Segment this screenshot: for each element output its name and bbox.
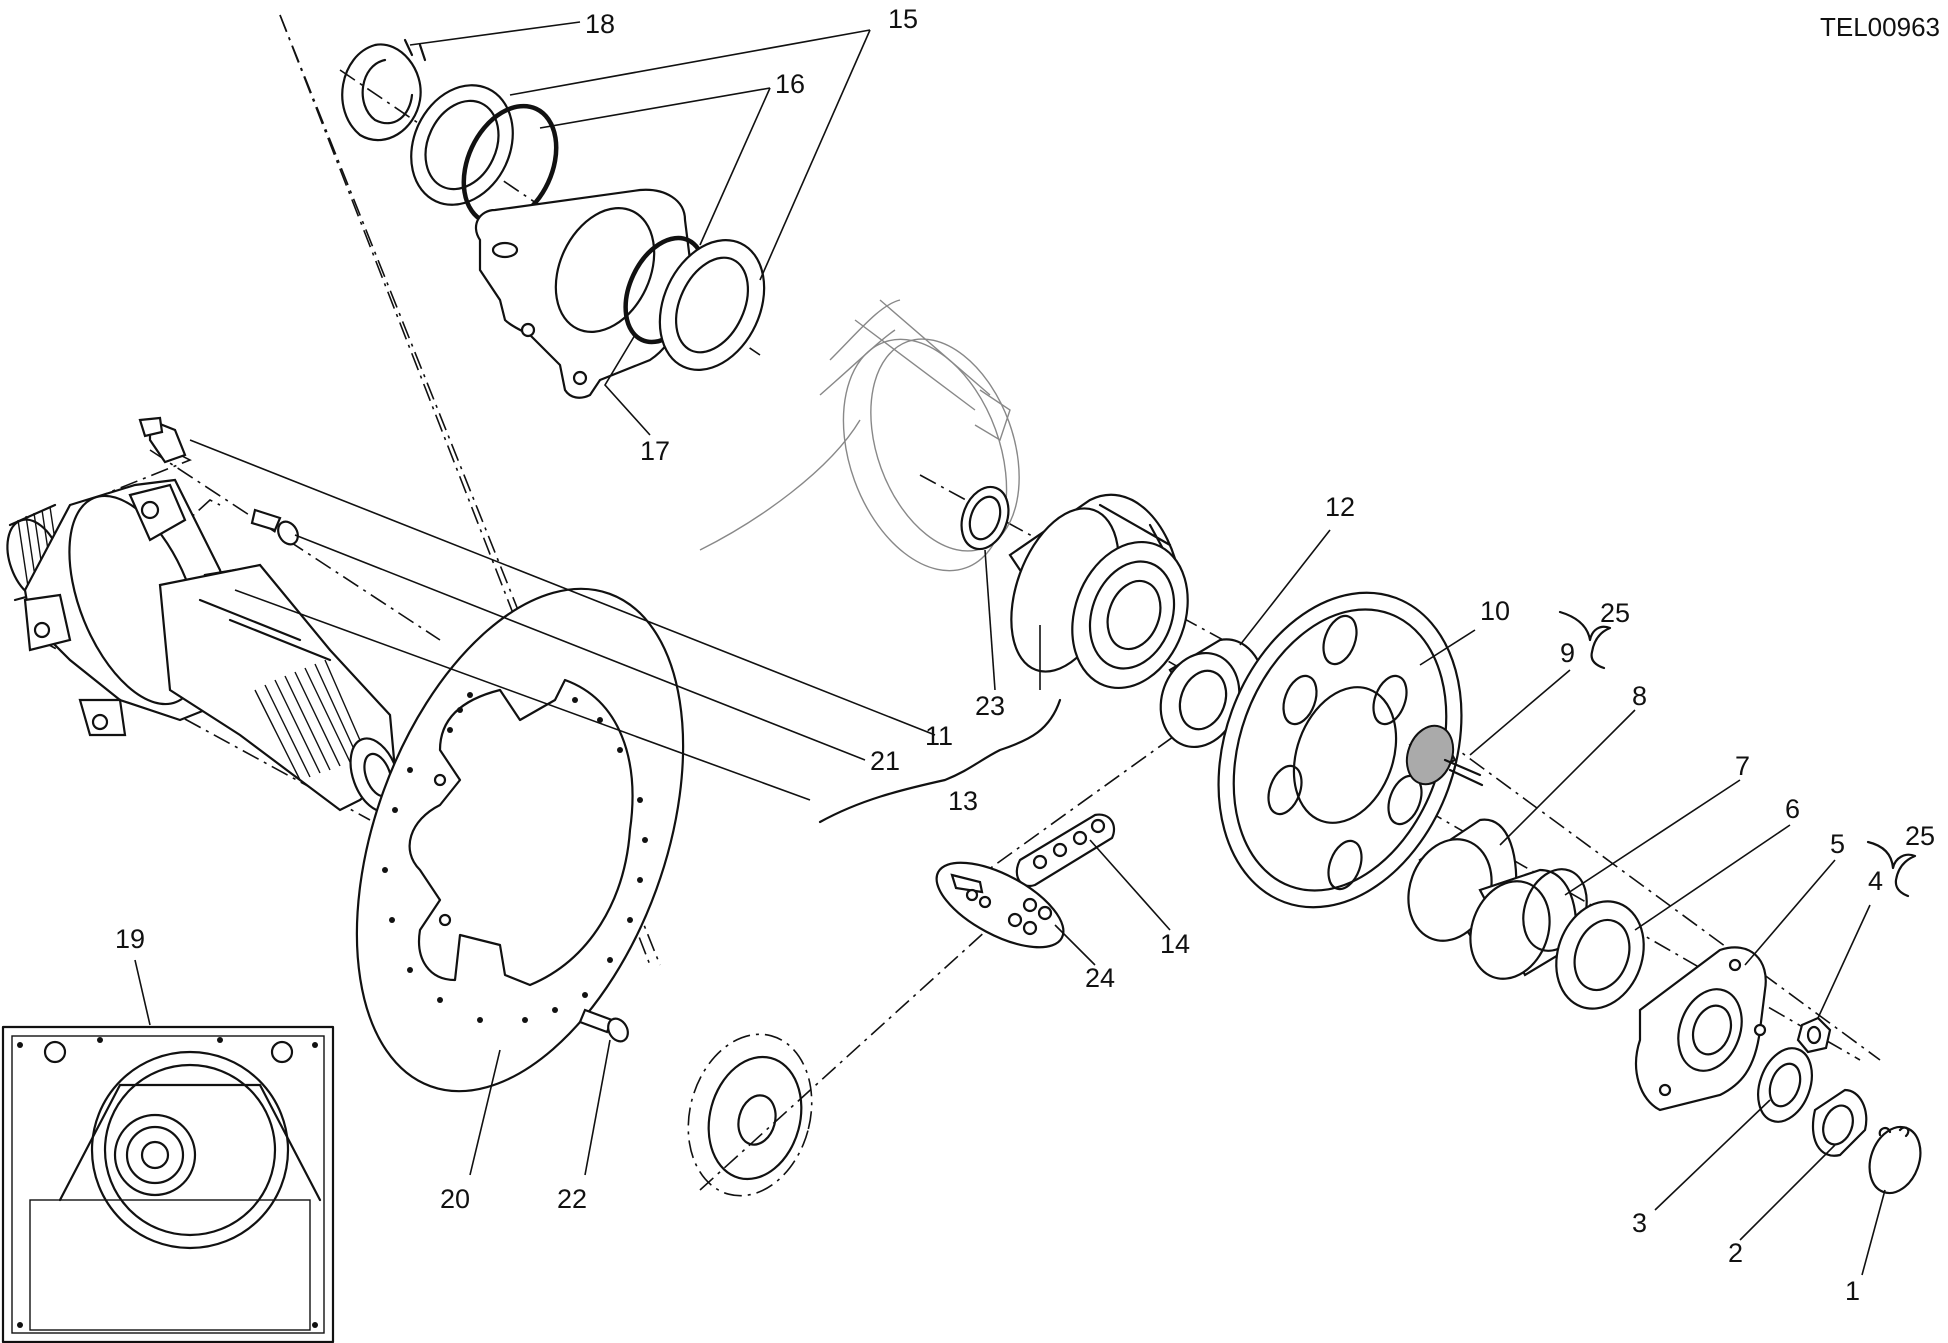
callout-13: 13 <box>948 786 978 816</box>
spacer-7 <box>1469 868 1588 980</box>
callout-1: 1 <box>1845 1276 1860 1306</box>
chain-section <box>1015 813 1116 888</box>
callout-15: 15 <box>888 4 918 34</box>
washer-6 <box>1555 900 1645 1010</box>
rear-sprocket <box>1217 591 1463 909</box>
brake-disc <box>355 587 685 1093</box>
callout-19: 19 <box>115 924 145 954</box>
circlip-18 <box>341 38 427 142</box>
callout-7: 7 <box>1735 751 1750 781</box>
eccentric-hub-housing <box>1008 493 1189 690</box>
hub-shaft <box>6 478 401 813</box>
disc-bolt <box>578 1008 629 1043</box>
leader-lines <box>134 21 1917 1276</box>
flange-nut <box>1796 1016 1832 1054</box>
seal-ring-15-lower <box>658 239 766 371</box>
callout-4: 4 <box>1868 866 1883 896</box>
callout-16: 16 <box>775 69 805 99</box>
grease-nipple <box>138 416 187 464</box>
callout-6: 6 <box>1785 794 1800 824</box>
sprocket-alignment-inset <box>1 1025 335 1343</box>
sprocket-carrier-flange <box>1635 946 1767 1112</box>
callout-25-lower: 25 <box>1905 821 1935 851</box>
callout-14: 14 <box>1160 929 1190 959</box>
hub-nut-2 <box>1811 1088 1868 1157</box>
callout-9: 9 <box>1560 638 1575 668</box>
circlip-1 <box>1868 1125 1922 1195</box>
callout-3: 3 <box>1632 1208 1647 1238</box>
callout-10: 10 <box>1480 596 1510 626</box>
o-ring-23 <box>960 485 1010 551</box>
front-sprocket <box>687 1033 813 1197</box>
callout-12: 12 <box>1325 492 1355 522</box>
callout-22: 22 <box>557 1184 587 1214</box>
callout-25-upper: 25 <box>1600 598 1630 628</box>
callout-8: 8 <box>1632 681 1647 711</box>
callout-21: 21 <box>870 746 900 776</box>
callout-23: 23 <box>975 691 1005 721</box>
hub-bolt <box>250 508 299 546</box>
callout-20: 20 <box>440 1184 470 1214</box>
callout-labels: TEL00963 18 15 16 17 12 10 25 9 8 7 6 5 … <box>115 4 1940 1306</box>
seal-ring-15-upper <box>410 84 514 206</box>
callout-17: 17 <box>640 436 670 466</box>
callout-5: 5 <box>1830 829 1845 859</box>
master-link-kit <box>935 861 1065 949</box>
sprocket-stud <box>1405 724 1484 787</box>
callout-2: 2 <box>1728 1238 1743 1268</box>
reference-code: TEL00963 <box>1820 12 1940 42</box>
callout-24: 24 <box>1085 963 1115 993</box>
washer-3 <box>1757 1047 1813 1123</box>
brake-caliper-bracket <box>474 188 692 399</box>
swingarm-ghost-outline <box>699 299 1020 572</box>
callout-11: 11 <box>925 721 953 751</box>
callout-18: 18 <box>585 9 615 39</box>
